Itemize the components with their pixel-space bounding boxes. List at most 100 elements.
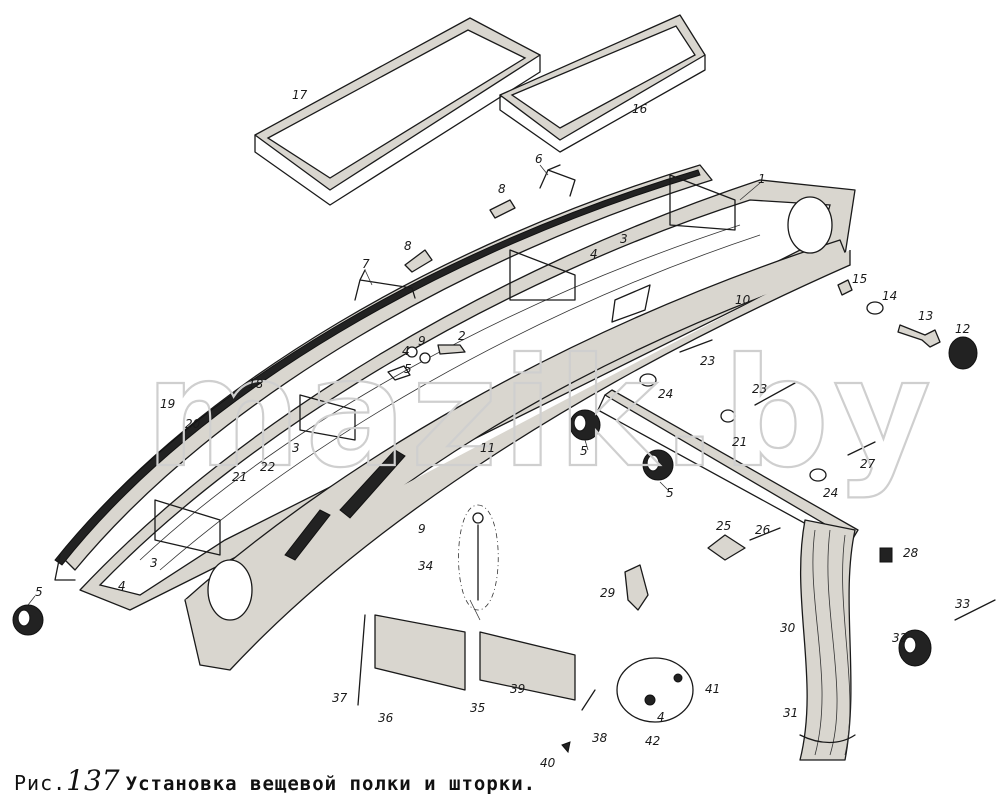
bolt-26 <box>749 527 781 541</box>
caption-title: Установка вещевой полки и шторки. <box>125 773 537 795</box>
callout-number: 38 <box>592 731 608 745</box>
callout-number: 26 <box>755 523 771 537</box>
callout-number: 3 <box>150 556 158 570</box>
callout-number: 4 <box>118 579 126 593</box>
bolt-27 <box>847 441 876 456</box>
lid-17 <box>254 17 541 206</box>
callout-number: 18 <box>248 377 264 391</box>
washer-24-upper <box>639 373 657 387</box>
curtain-30 <box>799 519 856 761</box>
callout-number: 8 <box>498 182 506 196</box>
callout-number: 12 <box>955 322 970 336</box>
callout-number: 23 <box>700 354 715 368</box>
lid-16 <box>499 14 706 153</box>
callout-number: 33 <box>955 597 970 611</box>
callout-number: 4 <box>590 247 598 261</box>
bolt-33 <box>954 599 996 621</box>
callout-number: 32 <box>892 631 907 645</box>
nut-15 <box>837 279 853 296</box>
bolt-23-upper <box>679 339 713 353</box>
callout-number: 2 <box>458 329 466 343</box>
callout-number: 9 <box>418 522 426 536</box>
callout-number: 35 <box>470 701 485 715</box>
plug-12 <box>948 336 978 370</box>
callout-number: 27 <box>860 457 876 471</box>
callout-number: 5 <box>404 362 412 376</box>
callout-number: 11 <box>480 441 495 455</box>
callout-number: 41 <box>705 682 720 696</box>
callout-number: 5 <box>35 585 43 599</box>
dashed-outline <box>458 504 499 611</box>
callout-number: 4 <box>657 710 665 724</box>
callout-number: 42 <box>645 734 660 748</box>
washer-9-lower <box>472 512 484 524</box>
callout-number: 16 <box>632 102 648 116</box>
callout-number: 39 <box>510 682 525 696</box>
callout-number: 8 <box>404 239 412 253</box>
callout-number: 24 <box>658 387 673 401</box>
roller-5-right <box>642 449 674 481</box>
callout-number: 37 <box>332 691 348 705</box>
callout-number: 22 <box>260 460 275 474</box>
washer-24-lower <box>809 468 827 482</box>
callout-number: 4 <box>402 344 410 358</box>
bracket-25 <box>707 534 746 561</box>
washer-21 <box>720 409 736 423</box>
callout-number: 23 <box>752 382 767 396</box>
knob-32 <box>898 629 932 667</box>
callout-number: 34 <box>418 559 433 573</box>
hook-29 <box>624 564 649 611</box>
callout-number: 1 <box>758 172 766 186</box>
callout-number: 19 <box>160 397 175 411</box>
callout-number: 7 <box>362 257 370 271</box>
watermark: mazik.by <box>145 327 935 501</box>
callout-number: 31 <box>783 706 798 720</box>
partition-mid <box>299 394 356 441</box>
callout-number: 30 <box>780 621 796 635</box>
callout-number: 29 <box>600 586 615 600</box>
bolt-13 <box>897 324 941 348</box>
callout-number: 21 <box>732 435 747 449</box>
callout-number: 6 <box>535 152 543 166</box>
caption-prefix: Рис. <box>14 771 67 795</box>
partition-right <box>669 174 736 231</box>
callout-number: 17 <box>292 88 308 102</box>
partition-center <box>509 249 576 301</box>
callout-number: 15 <box>852 272 867 286</box>
roller-5-left <box>12 604 44 636</box>
callout-number: 14 <box>882 289 897 303</box>
callout-number: 24 <box>823 486 838 500</box>
callout-number: 9 <box>418 334 426 348</box>
callout-number: 5 <box>580 444 588 458</box>
callout-number: 10 <box>735 293 751 307</box>
callout-number: 3 <box>620 232 628 246</box>
pin-40 <box>561 741 571 754</box>
clip-28 <box>879 547 893 563</box>
callout-number: 3 <box>292 441 300 455</box>
visor-39 <box>374 614 576 701</box>
arm-37 <box>357 614 366 706</box>
bolt-23-lower <box>754 382 796 406</box>
washer-14 <box>866 301 884 315</box>
callout-number: 36 <box>378 711 394 725</box>
upper-rail-18 <box>54 164 713 581</box>
callout-number: 40 <box>540 756 556 770</box>
front-panel <box>184 196 851 671</box>
partition-left <box>154 499 221 556</box>
callout-number: 20 <box>185 417 201 431</box>
bolt-8-upper <box>489 199 516 219</box>
arm-38 <box>581 689 596 711</box>
callout-number: 5 <box>666 486 674 500</box>
callout-number: 28 <box>903 546 919 560</box>
callout-number: 25 <box>716 519 731 533</box>
washers-9 <box>406 346 418 358</box>
curtain-rail <box>604 389 859 541</box>
bolt-8-lower <box>404 249 433 273</box>
bolt-2 <box>437 344 466 355</box>
callout-number: 13 <box>918 309 933 323</box>
detail-41-42 <box>616 657 694 723</box>
bracket-6 <box>539 164 576 197</box>
